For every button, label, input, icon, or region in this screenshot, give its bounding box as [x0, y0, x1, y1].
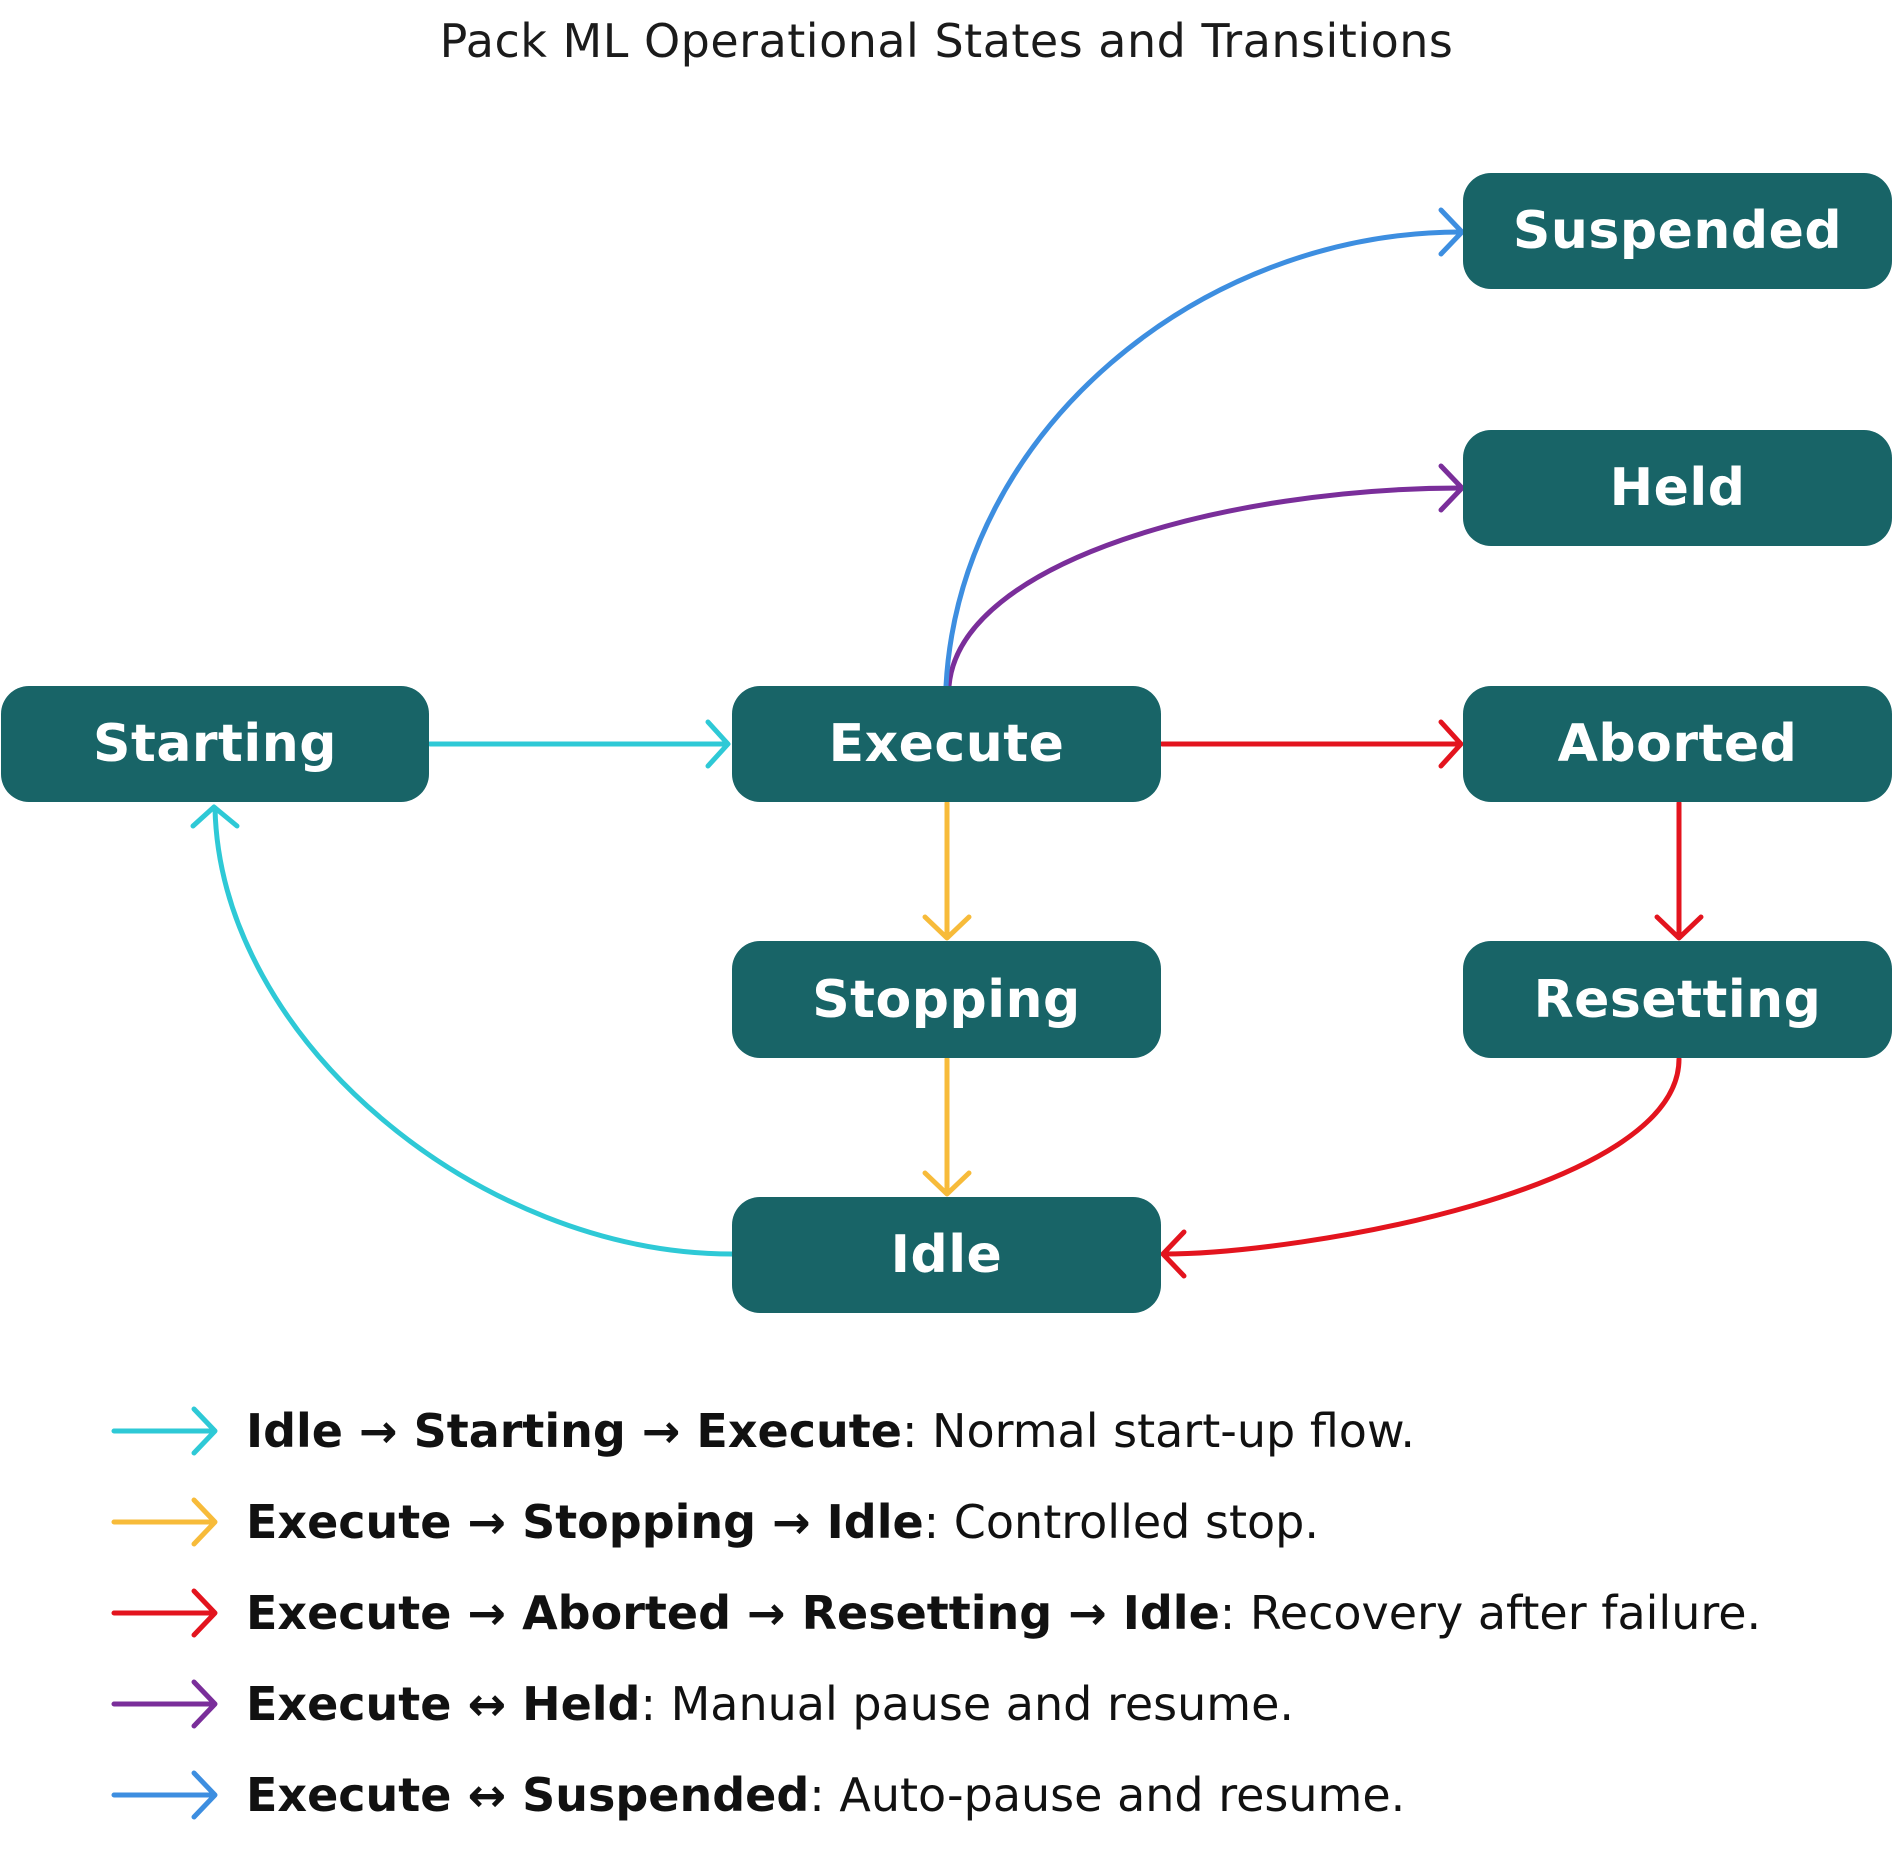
- edge-starting-execute: [427, 719, 731, 769]
- legend-item-yellow: Execute → Stopping → Idle: Controlled st…: [110, 1476, 1870, 1567]
- cyan-arrow-icon: [111, 1406, 218, 1455]
- yellow-arrow-icon: [111, 1497, 218, 1546]
- state-diagram: [190, 207, 1704, 1279]
- legend-item-bold: Execute → Aborted → Resetting → Idle: [246, 1585, 1220, 1640]
- state-starting: Starting: [1, 686, 429, 802]
- legend-item-bold: Idle → Starting → Execute: [246, 1403, 902, 1458]
- legend-item-bold: Execute → Stopping → Idle: [246, 1494, 924, 1549]
- red-arrow-icon: [111, 1588, 218, 1637]
- legend-item-cyan: Idle → Starting → Execute: Normal start-…: [110, 1385, 1870, 1476]
- state-stopping: Stopping: [732, 941, 1161, 1058]
- edge-stopping-idle: [922, 1056, 972, 1197]
- state-aborted: Aborted: [1463, 686, 1892, 802]
- state-held: Held: [1463, 430, 1892, 546]
- legend-item-red: Execute → Aborted → Resetting → Idle: Re…: [110, 1567, 1870, 1658]
- legend-item-bold: Execute ↔ Held: [246, 1676, 641, 1731]
- state-suspended: Suspended: [1463, 173, 1892, 289]
- legend-item-bold: Execute ↔ Suspended: [246, 1767, 810, 1822]
- state-execute: Execute: [732, 686, 1161, 802]
- edge-execute-aborted: [1159, 719, 1464, 769]
- legend: Idle → Starting → Execute: Normal start-…: [110, 1385, 1870, 1840]
- purple-arrow-icon: [111, 1679, 218, 1728]
- state-resetting: Resetting: [1463, 941, 1892, 1058]
- edge-idle-starting: [190, 804, 735, 1257]
- edge-resetting-idle: [1160, 1056, 1682, 1279]
- legend-item-desc: : Controlled stop.: [923, 1494, 1319, 1549]
- legend-item-desc: : Normal start-up flow.: [901, 1403, 1415, 1458]
- diagram-title: Pack ML Operational States and Transitio…: [439, 14, 1454, 68]
- legend-item-blue: Execute ↔ Suspended: Auto-pause and resu…: [110, 1749, 1870, 1840]
- edge-execute-stopping: [922, 800, 972, 941]
- legend-item-desc: : Auto-pause and resume.: [809, 1767, 1406, 1822]
- edge-execute-suspended: [943, 207, 1465, 689]
- legend-item-desc: : Manual pause and resume.: [640, 1676, 1295, 1731]
- edge-execute-held: [946, 463, 1465, 689]
- legend-item-purple: Execute ↔ Held: Manual pause and resume.: [110, 1658, 1870, 1749]
- legend-item-desc: : Recovery after failure.: [1219, 1585, 1762, 1640]
- blue-arrow-icon: [111, 1770, 218, 1819]
- edge-aborted-resetting: [1654, 800, 1704, 941]
- state-idle: Idle: [732, 1197, 1161, 1313]
